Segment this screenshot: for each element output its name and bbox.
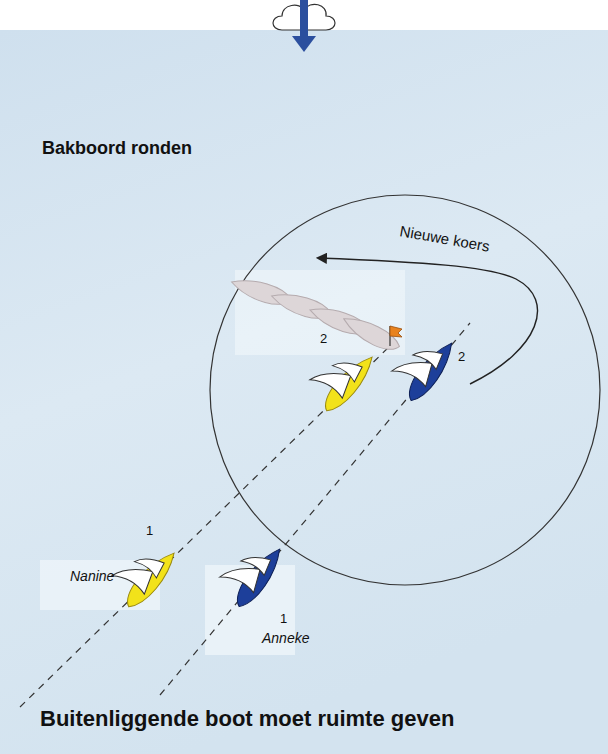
- ghost-boat: [340, 310, 403, 357]
- yellow-boat: [303, 337, 381, 415]
- diagram-title: Bakboord ronden: [42, 138, 192, 159]
- position-number: 2: [458, 350, 465, 365]
- blue-boat: [385, 325, 461, 405]
- position-number: 1: [146, 524, 153, 539]
- boat-name: Nanine: [70, 568, 114, 584]
- wind-arrow-head: [292, 36, 316, 52]
- zone-circle: [210, 195, 600, 585]
- position-number: 2: [320, 332, 327, 347]
- diagram-caption: Buitenliggende boot moet ruimte geven: [40, 706, 454, 731]
- boat-name: Anneke: [262, 630, 309, 646]
- wind-arrow: [300, 0, 308, 38]
- water-panel: [0, 30, 608, 754]
- position-number: 1: [280, 612, 287, 627]
- track-line: [160, 323, 470, 695]
- yellow-boat: [105, 533, 183, 611]
- blue-boat: [213, 531, 289, 611]
- mark-flag: [390, 326, 402, 337]
